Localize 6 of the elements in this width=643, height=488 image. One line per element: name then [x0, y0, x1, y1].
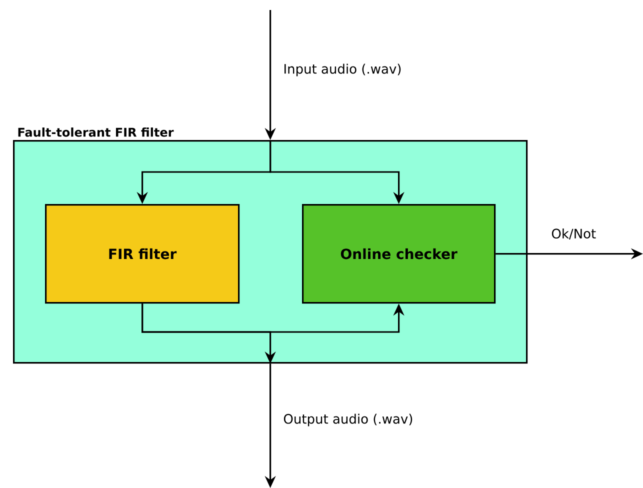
- process-box: FIR filter: [45, 204, 240, 304]
- edge-label: Output audio (.wav): [284, 414, 412, 426]
- edge-label: Input audio (.wav): [284, 64, 401, 76]
- edge-label: Ok/Not: [552, 228, 596, 240]
- node-label: Fault-tolerant FIR filter: [18, 128, 174, 137]
- process-box: Online checker: [302, 204, 496, 304]
